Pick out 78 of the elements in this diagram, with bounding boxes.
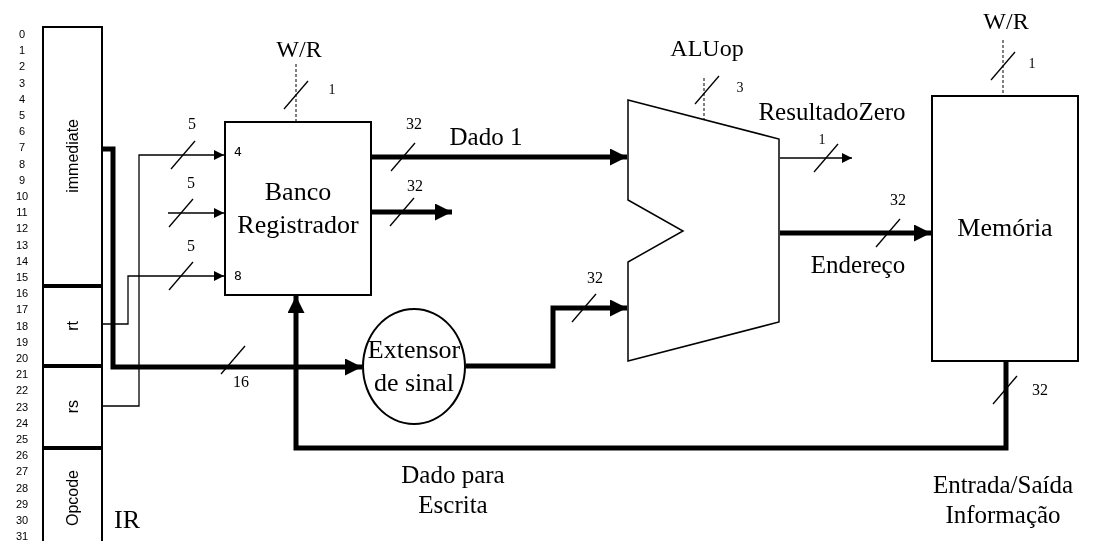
bus-width: 32 xyxy=(406,114,422,134)
register-bank-box xyxy=(224,121,372,296)
bus-arrow xyxy=(102,271,225,325)
bit-index: 9 xyxy=(18,174,26,186)
bit-index: 0 xyxy=(18,28,26,40)
bit-index: 23 xyxy=(15,401,29,413)
bus-width: 5 xyxy=(187,173,195,193)
bit-index: 31 xyxy=(15,530,29,541)
control-line xyxy=(1002,39,1004,96)
signal-name: W/R xyxy=(983,9,1029,33)
bit-index: 1 xyxy=(18,44,26,56)
bit-index: 12 xyxy=(15,222,29,234)
bit-index: 6 xyxy=(18,125,26,137)
bus-width: 16 xyxy=(233,372,249,392)
signal-name: Entrada/Saída Informação xyxy=(931,470,1075,530)
port-number: 4 xyxy=(234,145,242,158)
bit-index: 22 xyxy=(15,384,29,396)
bit-index: 26 xyxy=(15,449,29,461)
register-field xyxy=(42,286,103,366)
bit-index: 24 xyxy=(15,417,29,429)
bit-index: 29 xyxy=(15,498,29,510)
bit-index: 15 xyxy=(15,271,29,283)
register-field xyxy=(42,26,103,286)
bit-index: 28 xyxy=(15,482,29,494)
bus-arrow xyxy=(103,146,362,376)
bus-arrow xyxy=(102,150,225,407)
bus-arrow xyxy=(779,153,853,163)
bit-index: 20 xyxy=(15,352,29,364)
bit-index: 3 xyxy=(18,77,26,89)
port-number: 8 xyxy=(234,269,242,282)
control-line xyxy=(295,63,297,122)
bus-width: 5 xyxy=(187,236,195,256)
bus-width: 32 xyxy=(890,190,906,210)
bit-index: 19 xyxy=(15,336,29,348)
register-name: IR xyxy=(114,504,140,536)
bus-width: 32 xyxy=(407,176,423,196)
bit-index: 11 xyxy=(16,206,28,218)
bus-width: 32 xyxy=(587,268,603,288)
register-field xyxy=(42,366,103,448)
bus-width: 1 xyxy=(328,81,336,99)
bus-arrow xyxy=(287,296,1009,451)
register-field xyxy=(42,448,103,541)
bus-arrow xyxy=(167,208,225,218)
bit-index: 7 xyxy=(18,141,26,153)
signal-name: ALUop xyxy=(670,36,744,60)
block-label: Extensor de sinal xyxy=(367,334,461,399)
bit-index: 10 xyxy=(15,190,29,202)
bus-arrow xyxy=(466,299,627,369)
bus-arrow xyxy=(372,148,627,166)
bit-index: 18 xyxy=(15,320,29,332)
bit-index: 25 xyxy=(15,433,29,445)
field-label: Opcode xyxy=(64,469,81,526)
memory-box xyxy=(931,95,1079,362)
bus-arrow xyxy=(780,224,931,242)
bit-index: 30 xyxy=(15,514,29,526)
field-label: rt xyxy=(64,321,81,331)
field-label: rs xyxy=(64,400,81,414)
bus-width: 5 xyxy=(188,114,196,134)
bus-width: 1 xyxy=(818,131,826,149)
bus-width: 32 xyxy=(1032,380,1048,400)
bit-index: 21 xyxy=(15,368,29,380)
bit-index: 27 xyxy=(15,465,29,477)
signal-name: W/R xyxy=(276,37,322,61)
bit-index: 5 xyxy=(18,109,26,121)
bit-index: 17 xyxy=(15,303,29,315)
field-label: immediate xyxy=(64,119,81,193)
bus-width: 3 xyxy=(736,79,744,97)
bit-index: 14 xyxy=(15,255,29,267)
bus-arrow xyxy=(372,203,452,221)
bit-index: 2 xyxy=(18,60,26,72)
bit-index: 8 xyxy=(18,158,26,170)
block-label: Banco Registrador xyxy=(236,176,360,241)
bus-width: 1 xyxy=(1028,55,1036,73)
control-line xyxy=(703,77,705,120)
bit-index: 13 xyxy=(15,239,29,251)
bit-index: 4 xyxy=(18,93,26,105)
bit-index: 16 xyxy=(15,287,29,299)
block-label: Memória xyxy=(957,212,1053,245)
